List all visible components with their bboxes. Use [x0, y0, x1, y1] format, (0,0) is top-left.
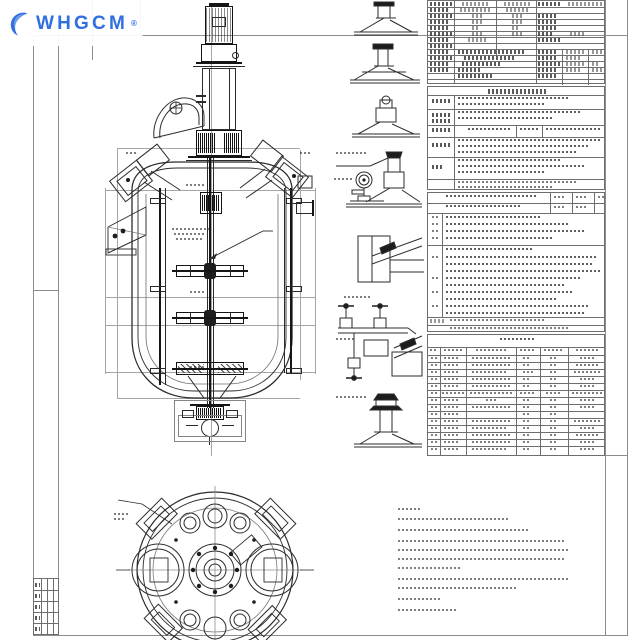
- frame-border-top: [33, 35, 628, 36]
- registered-trademark-icon: ®: [130, 18, 137, 28]
- drain-nozzle-right: [226, 410, 238, 418]
- detail-sight-glass-valves: [338, 303, 423, 381]
- agitator-shaft: [209, 158, 211, 408]
- elevation-dimension-text-low: [190, 366, 204, 368]
- drain-nozzle-left: [182, 410, 194, 418]
- agitator-shaft-edge-right: [213, 158, 214, 408]
- elevation-dimension-text-top: [186, 184, 204, 186]
- detail-nozzle-a: [354, 1, 418, 36]
- mechanical-seal: [196, 130, 242, 156]
- plan-view-leader-label: [114, 513, 130, 515]
- frame-divider-left: [33, 290, 59, 291]
- technical-requirements-notes: [427, 192, 605, 332]
- lantern-support: [202, 68, 236, 130]
- frame-border-left-outer: [33, 35, 34, 635]
- design-specification-table: [427, 0, 605, 85]
- seal-gland-hatch: [198, 133, 216, 153]
- frame-border-right-inner: [605, 0, 606, 635]
- frame-border-left-inner: [58, 35, 59, 635]
- angled-nozzle-right: [239, 139, 313, 199]
- lantern-inner-left: [209, 68, 210, 130]
- side-nozzle-right-flange: [312, 200, 314, 216]
- coupling-hatch: [202, 195, 220, 211]
- callout-note-text-2: [174, 233, 206, 235]
- davit-arm-detail: [153, 97, 205, 139]
- detail-sightglass-label-2: [336, 338, 356, 340]
- note-item-3: [398, 540, 566, 542]
- elevation-nozzle-tag-right: [300, 152, 310, 154]
- baffle-bracket-low-left: [150, 368, 166, 374]
- note-item-5: [398, 598, 440, 600]
- support-lug-detail: [105, 206, 147, 256]
- bottom-valve-detail-frame: [174, 400, 246, 442]
- motor-fin-hatch: [206, 8, 232, 42]
- material-and-test-table: [427, 86, 605, 190]
- detail-nozzle-b: [350, 43, 420, 84]
- frame-divider-right: [605, 455, 627, 456]
- baffle-bracket-upper-left: [150, 198, 166, 204]
- frame-border-right-outer: [627, 0, 628, 635]
- lantern-inner-right: [229, 68, 230, 130]
- detail-gauge-label: [336, 152, 368, 154]
- detail-gauge-label-2: [334, 178, 352, 180]
- motor-top-cap: [209, 3, 229, 6]
- brand-watermark: WHGCM ®: [0, 0, 143, 46]
- baffle-bracket-mid-left: [150, 286, 166, 292]
- dimension-witness-right: [315, 188, 316, 374]
- crescent-swoosh-icon: [10, 12, 28, 36]
- general-notes: [398, 508, 588, 624]
- angled-nozzle-left: [108, 143, 181, 203]
- callout-note-text: [172, 228, 210, 230]
- motor-terminal-box: [212, 17, 226, 27]
- note-item-3-cont-3: [398, 567, 460, 569]
- centerline-vertical: [211, 6, 212, 456]
- note-item-4-cont: [398, 587, 518, 589]
- reducer-base-flange: [196, 62, 242, 64]
- callout-note-text-3: [176, 238, 202, 240]
- baffle-right-edge: [284, 188, 285, 373]
- note-item-3-cont-2: [398, 558, 564, 560]
- detail-relief-nozzle: [354, 393, 422, 448]
- seal-flange-under: [186, 160, 252, 161]
- detail-nozzle-e: [357, 235, 424, 283]
- reducer-flange-line: [193, 66, 245, 67]
- detail-sightglass-label: [344, 296, 370, 298]
- note-item-1: [398, 518, 508, 520]
- reducer-oil-plug-icon: [232, 52, 239, 59]
- impeller-callout-leader: [208, 230, 273, 260]
- baffle-bracket-mid-right: [286, 286, 302, 292]
- detail-relief-label: [336, 396, 366, 398]
- nozzle-schedule-table: [427, 334, 605, 456]
- detail-nozzle-c: [352, 95, 420, 138]
- general-notes-heading: [398, 508, 420, 510]
- dimension-witness-left: [105, 188, 106, 374]
- plan-view-leader-label-2: [114, 518, 126, 520]
- seal-mounting-flange: [188, 156, 250, 158]
- revision-signature-block: [33, 578, 59, 635]
- baffle-bracket-low-right: [286, 368, 302, 374]
- elevation-dimension-text-mid: [190, 291, 204, 293]
- lantern-rib-1: [196, 95, 206, 97]
- baffle-bracket-upper-right: [286, 198, 302, 204]
- frame-border-bottom: [33, 635, 628, 636]
- seal-gland-hatch-right: [224, 133, 240, 153]
- elevation-nozzle-tag-left: [126, 152, 136, 154]
- dimension-witness-right2: [300, 150, 301, 380]
- lantern-rib-2: [196, 101, 206, 103]
- detail-gauge-assembly: [336, 151, 422, 208]
- note-item-2: [398, 529, 528, 531]
- note-item-4: [398, 578, 568, 580]
- drive-motor: [205, 6, 233, 44]
- shaft-coupling: [200, 192, 222, 214]
- dimension-witness-left2: [117, 148, 118, 398]
- baffle-right: [290, 188, 292, 373]
- brand-name: WHGCM: [36, 12, 128, 34]
- note-item-3-cont-1: [398, 549, 570, 551]
- note-item-6: [398, 609, 458, 611]
- agitator-shaft-edge-left: [207, 158, 208, 408]
